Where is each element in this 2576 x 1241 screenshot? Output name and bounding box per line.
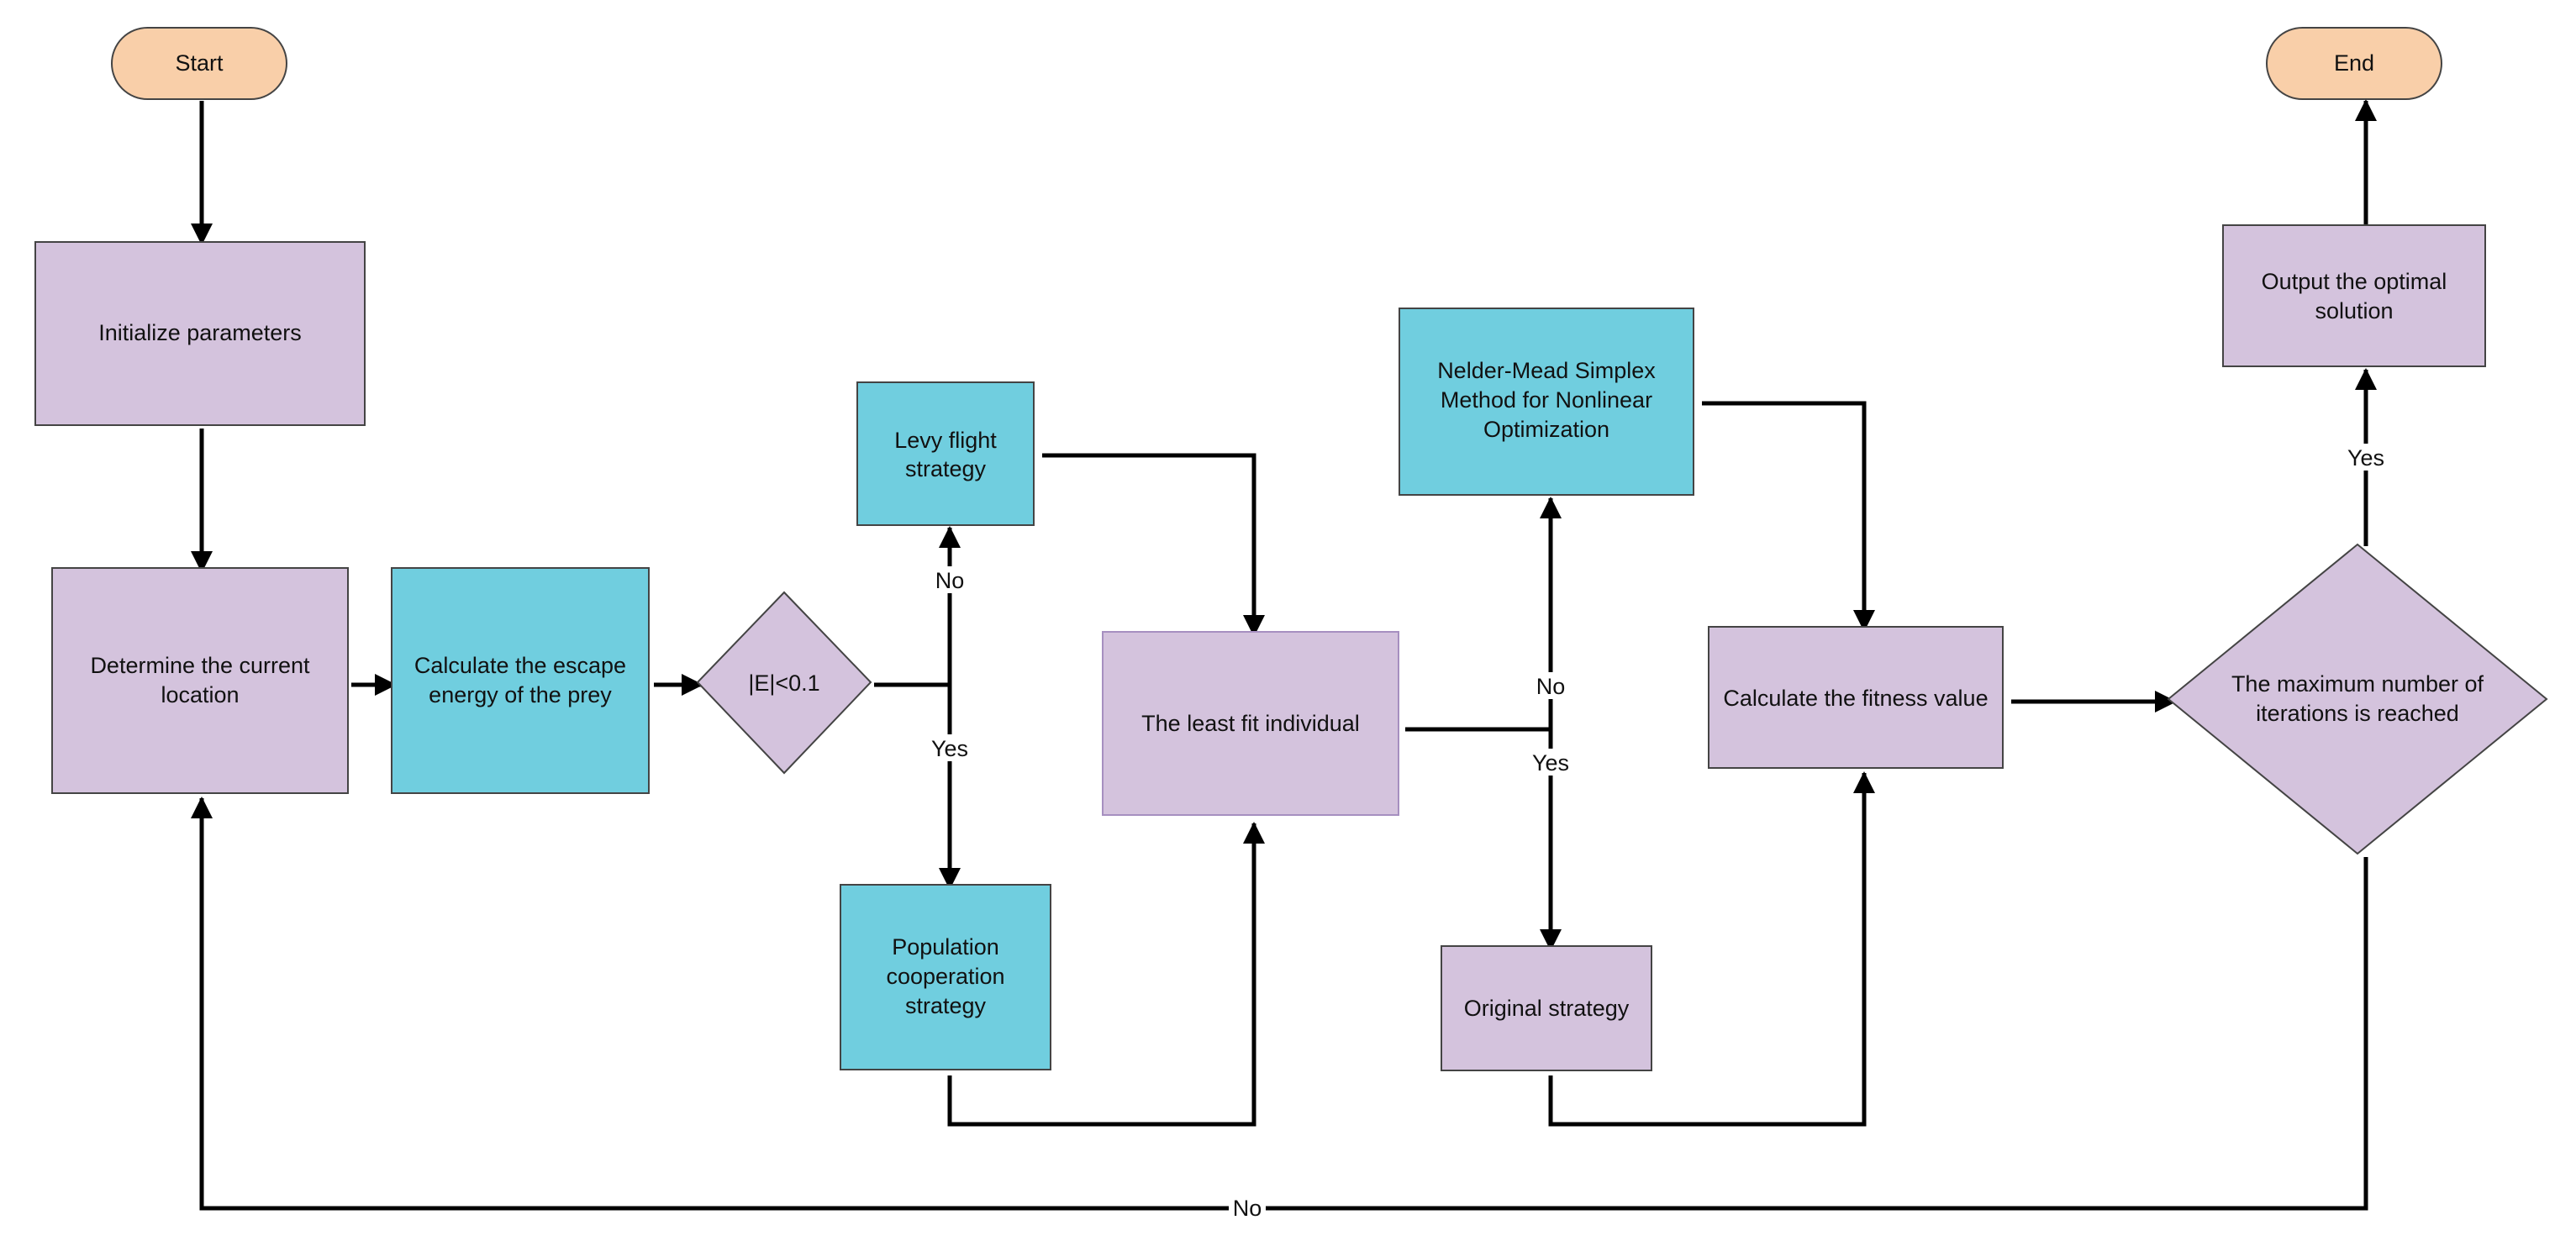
- edge-levy-to-least-fit: [1042, 453, 1265, 637]
- label-yes-output: Yes: [2347, 445, 2384, 471]
- output-label-line1: Output the optimal: [2262, 269, 2447, 294]
- original-label: Original strategy: [1464, 996, 1630, 1021]
- energy-decision-shape: [696, 591, 872, 775]
- label-bg-no-loop: [1229, 1196, 1266, 1220]
- nelder-mead-label-line2: Method for Nonlinear: [1441, 387, 1652, 413]
- nelder-mead-shape: [1399, 308, 1694, 496]
- population-label-line3: strategy: [905, 993, 987, 1018]
- initialize-shape: [34, 241, 366, 426]
- levy-flight-node: Levy flight strategy: [856, 381, 1035, 526]
- initialize-parameters-node: Initialize parameters: [34, 241, 366, 426]
- least-fit-label: The least fit individual: [1141, 711, 1360, 736]
- output-solution-node: Output the optimal solution: [2222, 224, 2486, 367]
- end-node: End: [2266, 27, 2442, 100]
- original-shape: [1441, 945, 1652, 1071]
- energy-decision-label: |E|<0.1: [748, 670, 819, 696]
- edge-original-to-fitness: [1548, 771, 1875, 1127]
- population-label-line1: Population: [892, 934, 999, 960]
- label-yes-population: Yes: [931, 736, 968, 761]
- edge-max-iter-loop-back: [191, 797, 2368, 1211]
- fitness-shape: [1708, 626, 2004, 769]
- escape-shape: [391, 567, 650, 794]
- label-no-nelder: No: [1536, 674, 1566, 699]
- max-iterations-label-line1: The maximum number of: [2231, 671, 2484, 697]
- start-label: Start: [175, 50, 224, 76]
- edge-nelder-mead-to-fitness: [1702, 401, 1875, 632]
- label-bg-yes-original: [1525, 749, 1576, 776]
- label-bg-yes-output: [2341, 444, 2391, 471]
- least-fit-node: The least fit individual: [1102, 631, 1399, 816]
- max-iterations-label-line2: iterations is reached: [2256, 701, 2459, 726]
- energy-decision-node: |E|<0.1: [696, 591, 872, 775]
- population-shape: [840, 884, 1051, 1070]
- max-iterations-shape: [2167, 543, 2548, 855]
- determine-label-line2: location: [161, 682, 239, 707]
- levy-shape: [856, 381, 1035, 526]
- escape-label-line1: Calculate the escape: [414, 653, 626, 678]
- escape-label-line2: energy of the prey: [429, 682, 612, 707]
- end-label: End: [2334, 50, 2374, 76]
- nelder-mead-label-line3: Optimization: [1483, 417, 1609, 442]
- original-strategy-node: Original strategy: [1441, 945, 1652, 1071]
- label-bg-yes-population: [925, 734, 975, 761]
- determine-location-node: Determine the current location: [51, 567, 349, 794]
- least-fit-shape: [1102, 631, 1399, 816]
- start-node: Start: [111, 27, 287, 100]
- edge-population-to-least-fit: [947, 822, 1265, 1127]
- output-shape: [2222, 224, 2486, 367]
- initialize-label: Initialize parameters: [98, 320, 302, 345]
- escape-energy-node: Calculate the escape energy of the prey: [391, 567, 650, 794]
- output-label-line2: solution: [2315, 298, 2393, 323]
- max-iterations-decision-node: The maximum number of iterations is reac…: [2167, 543, 2548, 855]
- label-yes-original: Yes: [1532, 750, 1569, 776]
- label-bg-no-nelder: [1530, 672, 1571, 699]
- fitness-node: Calculate the fitness value: [1708, 626, 2004, 769]
- levy-label-line1: Levy flight: [894, 428, 997, 453]
- label-no-loop: No: [1233, 1196, 1262, 1221]
- determine-label-line1: Determine the current: [90, 653, 310, 678]
- label-no-levy: No: [935, 568, 965, 593]
- end-shape: [2266, 27, 2442, 100]
- fitness-label: Calculate the fitness value: [1723, 686, 1988, 711]
- determine-shape: [51, 567, 349, 794]
- nodes: Start End Initialize parameters Determin…: [34, 27, 2548, 1071]
- nelder-mead-node: Nelder-Mead Simplex Method for Nonlinear…: [1399, 308, 1694, 496]
- label-bg-no-levy: [930, 566, 970, 593]
- start-shape: [111, 27, 287, 100]
- population-label-line2: cooperation: [886, 964, 1004, 989]
- levy-label-line2: strategy: [905, 456, 987, 481]
- nelder-mead-label-line1: Nelder-Mead Simplex: [1437, 358, 1656, 383]
- edge-labels: No Yes No Yes Yes No: [925, 444, 2391, 1221]
- population-cooperation-node: Population cooperation strategy: [840, 884, 1051, 1070]
